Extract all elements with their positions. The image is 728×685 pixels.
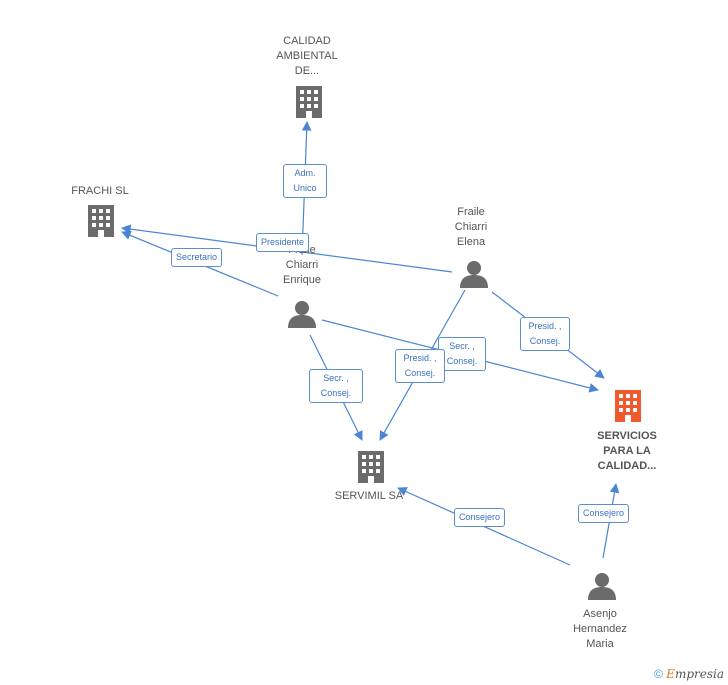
edge-label-presidente: Presidente	[256, 233, 310, 252]
person-icon-elena[interactable]	[460, 261, 488, 288]
edge-label-presid-consej-servimil: Presid. , Consej.	[395, 349, 445, 383]
edge-label-secretario: Secretario	[171, 248, 223, 267]
copyright-icon: ©	[653, 667, 663, 681]
brand-name: mpresia	[674, 667, 724, 681]
person-icon-enrique[interactable]	[288, 301, 316, 328]
node-label-servimil[interactable]: SERVIMIL SA	[334, 490, 404, 502]
edge-label-presid-consej-servicios: Presid. , Consej.	[520, 317, 570, 351]
node-label-servicios[interactable]: SERVICIOS PARA LA CALIDAD...	[597, 430, 657, 472]
node-label-fraile-elena[interactable]: Fraile Chiarri Elena	[454, 206, 488, 248]
node-label-asenjo[interactable]: Asenjo Hernandez Maria	[573, 608, 627, 650]
edge-label-secr-consej-servimil: Secr. , Consej.	[309, 369, 363, 403]
person-icon-asenjo[interactable]	[588, 573, 616, 600]
building-icon-servimil[interactable]	[358, 451, 384, 483]
edge-label-consejero-servimil: Consejero	[454, 508, 506, 527]
building-icon-servicios[interactable]	[615, 390, 641, 422]
brand-initial: E	[666, 667, 675, 681]
building-icon-calidad-ambiental[interactable]	[296, 86, 322, 118]
node-label-calidad-ambiental[interactable]: CALIDAD AMBIENTAL DE...	[276, 35, 338, 77]
edge-label-adm-unico: Adm. Unico	[283, 164, 327, 198]
building-icon-frachi[interactable]	[88, 205, 114, 237]
node-label-frachi[interactable]: FRACHI SL	[71, 185, 129, 197]
edge-label-secr-consej-servicios: Secr. , Consej.	[438, 337, 486, 371]
edge-label-consejero-servicios: Consejero	[578, 504, 630, 523]
empresia-logo: © Empresia	[654, 667, 724, 681]
